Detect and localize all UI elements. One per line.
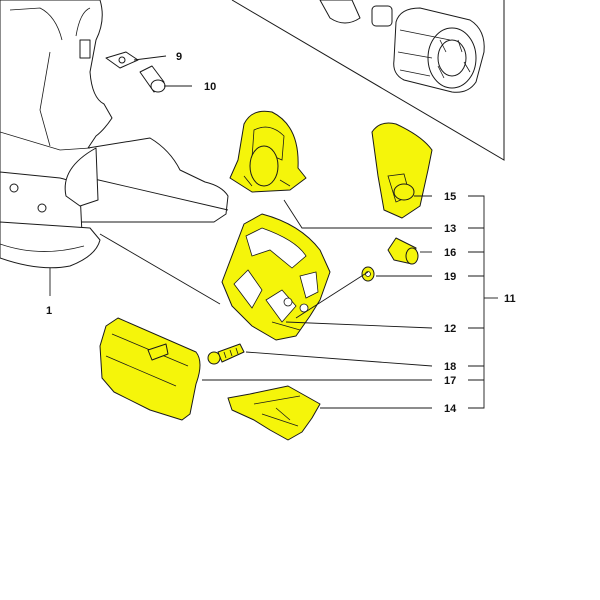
callout-9: 9 — [176, 51, 182, 63]
part-17-grip-cover — [99, 317, 201, 421]
part-16-pin — [387, 237, 419, 265]
callout-16: 16 — [444, 247, 456, 259]
part-13-clamp — [229, 110, 307, 193]
callout-15: 15 — [444, 191, 456, 203]
inset-frame — [231, 0, 505, 161]
part-10-sleeve — [139, 65, 166, 93]
part-14-plate — [227, 385, 321, 441]
callout-13: 13 — [444, 223, 456, 235]
callout-1: 1 — [46, 305, 52, 317]
callout-17: 17 — [444, 375, 456, 387]
callout-labels: 1 9 10 15 13 16 19 11 12 18 17 14 — [46, 51, 516, 415]
leader-lines — [49, 55, 498, 409]
part-15-latch — [371, 122, 433, 219]
callout-10: 10 — [204, 81, 216, 93]
part-19-washer — [361, 266, 375, 282]
housing-outline — [0, 0, 229, 305]
inset-bearing-assembly — [319, 0, 485, 93]
part-9-nut — [105, 51, 139, 69]
callout-11: 11 — [504, 293, 516, 305]
callout-14: 14 — [444, 403, 457, 415]
callout-12: 12 — [444, 323, 456, 335]
part-18-screw — [207, 343, 245, 365]
callout-18: 18 — [444, 361, 456, 373]
callout-19: 19 — [444, 271, 456, 283]
part-12-cage — [221, 213, 331, 341]
